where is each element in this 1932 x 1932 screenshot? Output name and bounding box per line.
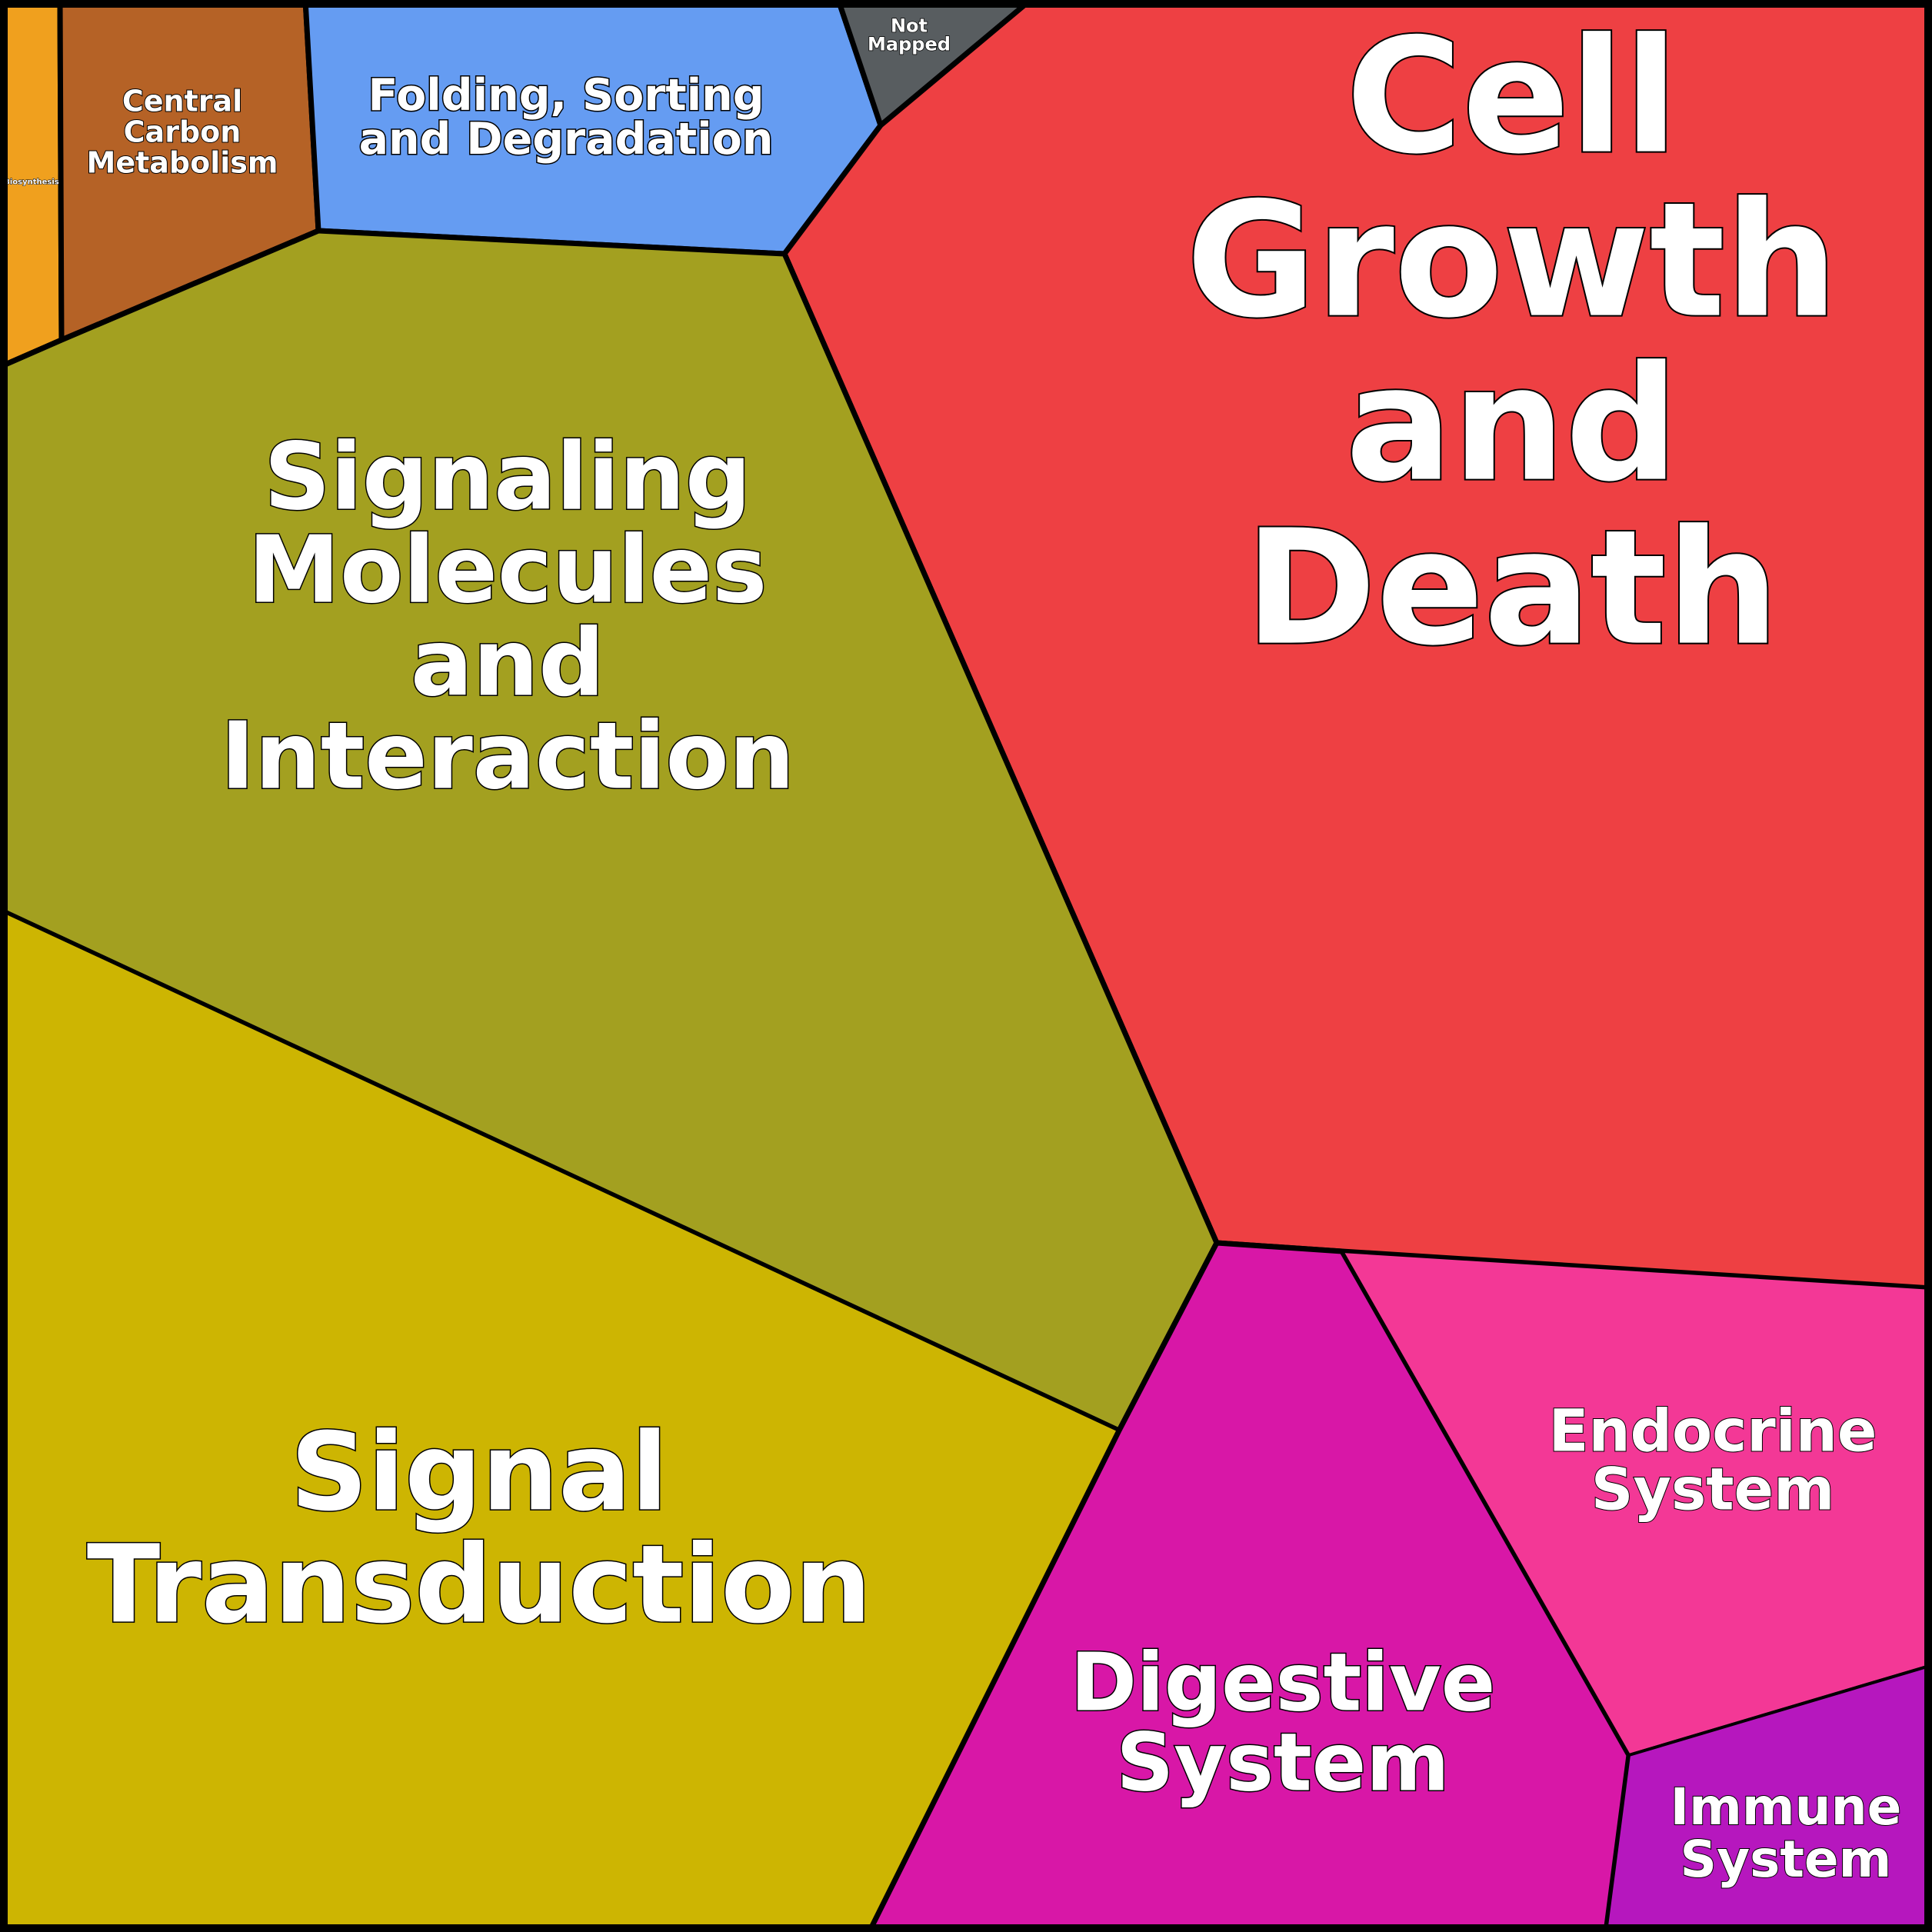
region-label-line: Immune bbox=[1671, 1777, 1902, 1837]
region-label-line: System bbox=[1116, 1715, 1449, 1809]
region-label-line: System bbox=[1681, 1830, 1892, 1889]
region-signal-transduction bbox=[0, 908, 1121, 1932]
region-label-biosynthesis: Biosynthesis bbox=[4, 178, 59, 187]
region-label-line: Not bbox=[891, 15, 928, 37]
region-label-line: Metabolism bbox=[87, 146, 278, 180]
region-label-line: Transduction bbox=[87, 1522, 871, 1647]
region-label-line: Central bbox=[122, 85, 242, 118]
region-label-line: Endocrine bbox=[1549, 1396, 1877, 1464]
region-label-line: Carbon bbox=[124, 115, 242, 149]
region-endocrine-system bbox=[1341, 1250, 1932, 1757]
region-label-line: Growth bbox=[1186, 168, 1838, 353]
region-label-line: Interaction bbox=[221, 704, 794, 811]
region-immune-system bbox=[1604, 1664, 1932, 1932]
region-label-line: Digestive bbox=[1071, 1635, 1496, 1729]
region-label-line: Cell bbox=[1346, 5, 1678, 189]
region-label-line: Signal bbox=[290, 1410, 668, 1535]
region-label-line: and bbox=[411, 611, 605, 718]
region-label-line: System bbox=[1591, 1454, 1835, 1523]
region-label-line: Signaling bbox=[264, 425, 751, 531]
region-label-line: Mapped bbox=[868, 34, 951, 55]
region-label-line: Folding, Sorting bbox=[368, 70, 764, 121]
region-label-line: and bbox=[1345, 332, 1678, 517]
region-label-line: Death bbox=[1245, 496, 1780, 681]
region-label-line: Biosynthesis bbox=[4, 178, 59, 187]
region-label-line: and Degradation bbox=[359, 114, 774, 165]
region-label-line: Molecules bbox=[248, 518, 768, 625]
